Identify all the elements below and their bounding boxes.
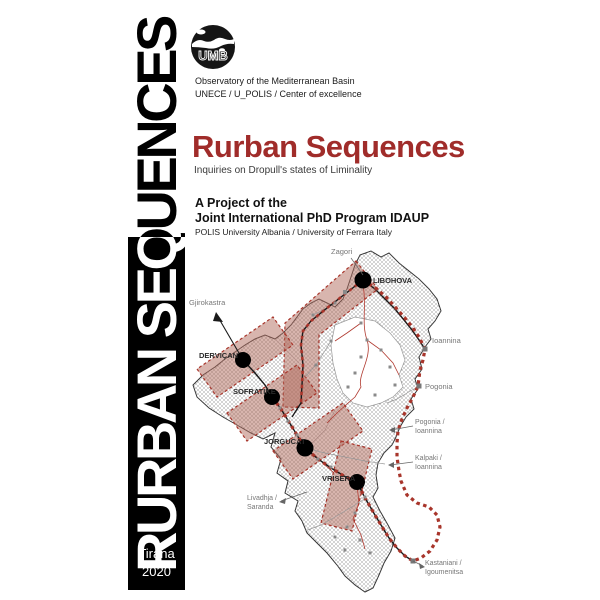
logo-sea-spot bbox=[196, 29, 206, 35]
org-lines: Observatory of the Mediterranean Basin U… bbox=[195, 75, 362, 100]
crossing-pogonia-ioannina-2: Ioannina bbox=[415, 428, 442, 435]
logo-acronym: UMB bbox=[198, 48, 228, 63]
crossing-kastaniani-igoumenitsa-1: Kastaniani / bbox=[425, 560, 462, 567]
crossing-pogonia-ioannina-1: Pogonia / bbox=[415, 419, 445, 426]
map-label-dervican: DERVIÇAN bbox=[199, 351, 238, 360]
crossing-livadhja-saranda-1: Livadhja / bbox=[247, 495, 277, 502]
crossing-kalpaki-ioannina-2: Ioannina bbox=[415, 464, 442, 471]
dervican-dot bbox=[235, 352, 251, 368]
org-line-1: Observatory of the Mediterranean Basin bbox=[195, 76, 355, 86]
imprint: Tirana 2020 bbox=[128, 545, 185, 580]
page-subtitle: Inquiries on Dropull's states of Liminal… bbox=[194, 165, 373, 176]
partners-line: POLIS University Albania / University of… bbox=[195, 227, 392, 237]
ioannina-dot bbox=[422, 346, 428, 352]
leader-arrowheads bbox=[279, 427, 425, 569]
map-label-ioannina: Ioannina bbox=[432, 336, 462, 345]
imprint-place: Tirana bbox=[138, 546, 175, 561]
band-jorgucat bbox=[272, 402, 364, 480]
crossing-livadhja-saranda-2: Saranda bbox=[247, 504, 274, 511]
map-label-libohova: LIBOHOVA bbox=[373, 276, 413, 285]
sofratike-dot bbox=[264, 389, 280, 405]
imprint-year: 2020 bbox=[142, 563, 171, 579]
road-ioannina bbox=[362, 279, 426, 350]
subregion-inner bbox=[330, 316, 406, 408]
map-label-zagori: Zagori bbox=[331, 247, 353, 256]
map-label-gjirokastra: Gjirokastra bbox=[189, 298, 226, 307]
map-label-jorgucat: JORGUCAT bbox=[264, 437, 306, 446]
crossing-kalpaki-ioannina-1: Kalpaki / bbox=[415, 455, 442, 462]
village-dots bbox=[278, 290, 397, 555]
omb-logo: UMB bbox=[189, 23, 237, 78]
map-label-sofratike: SOFRATIKE bbox=[233, 387, 276, 396]
project-line-2: Joint International PhD Program IDAUP bbox=[195, 210, 430, 225]
crossing-kastaniani-igoumenitsa-2: Igoumenitsa bbox=[425, 569, 463, 576]
jorgucat-dot bbox=[296, 439, 314, 457]
road-gjirokastra-arrow-line bbox=[217, 316, 244, 361]
route-band-overlay bbox=[299, 278, 364, 404]
logo-sea-spot2 bbox=[219, 48, 225, 52]
vertical-title-bar: RURBAN SEQUENCES RURBAN SEQUENCES Tirana… bbox=[128, 0, 185, 590]
route-east-ioannina bbox=[362, 278, 442, 563]
route-axis-overlay bbox=[270, 396, 414, 563]
page-title: Rurban Sequences bbox=[192, 129, 465, 164]
dashed-routes bbox=[270, 278, 442, 563]
dropull-map-svg: Zagori Gjirokastra Ioannina Pogonia LIBO… bbox=[189, 247, 463, 593]
crossing-labels: Pogonia / Ioannina Kalpaki / Ioannina Li… bbox=[247, 419, 463, 576]
map-label-vrisera: VRISERA bbox=[322, 474, 356, 483]
vrisera-dot bbox=[349, 474, 365, 490]
town-dots bbox=[235, 271, 372, 490]
dropull-map: Zagori Gjirokastra Ioannina Pogonia LIBO… bbox=[185, 245, 485, 600]
libohova-dot bbox=[354, 271, 372, 289]
org-line-2: UNECE / U_POLIS / Center of excellence bbox=[195, 88, 362, 99]
gjirokastra-arrowhead bbox=[213, 312, 223, 322]
pogonia-dot bbox=[416, 383, 422, 389]
project-line-1: A Project of the bbox=[195, 196, 287, 210]
band-vrisera bbox=[320, 440, 373, 532]
project-block: A Project of the Joint International PhD… bbox=[195, 196, 429, 226]
vertical-bar-black-box bbox=[128, 237, 185, 590]
map-label-pogonia: Pogonia bbox=[425, 382, 453, 391]
logo-sea-shape bbox=[192, 37, 234, 49]
omb-logo-graphic: UMB bbox=[191, 25, 235, 69]
